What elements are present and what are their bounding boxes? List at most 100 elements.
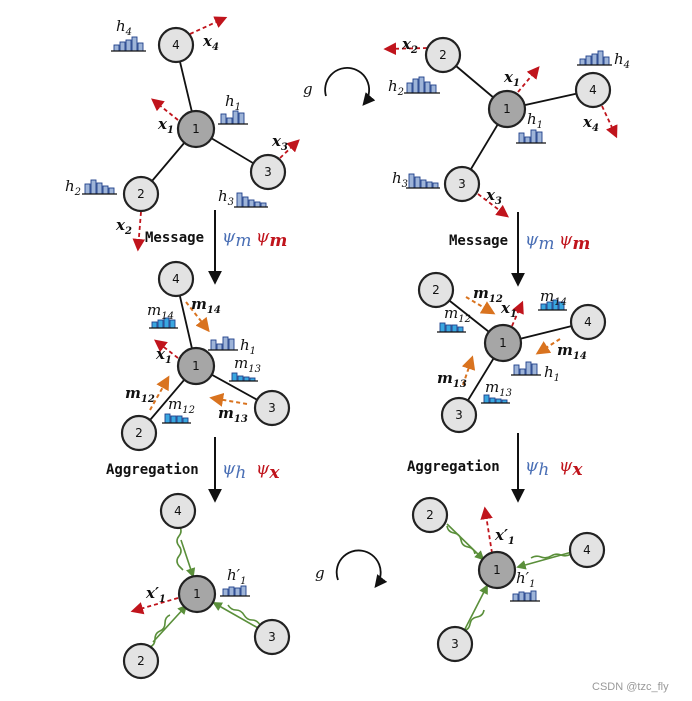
node-3	[443, 165, 481, 203]
svg-text:ψm: ψm	[525, 230, 554, 254]
svg-text:g: g	[315, 564, 325, 582]
svg-text:1: 1	[193, 587, 201, 601]
svg-text:3: 3	[264, 165, 272, 179]
node-2	[122, 642, 160, 680]
svg-text:m14: m14	[191, 295, 221, 316]
svg-text:x4: x4	[582, 113, 599, 134]
svg-text:x1: x1	[155, 345, 172, 366]
svg-text:h4: h4	[614, 50, 630, 71]
svg-text:4: 4	[583, 543, 591, 557]
feature-histogram-h2	[82, 179, 117, 195]
svg-text:Message: Message	[449, 233, 508, 249]
svg-text:m12: m12	[473, 284, 503, 305]
feature-histogram-h1	[208, 336, 238, 351]
svg-text:m12: m12	[125, 384, 155, 405]
svg-text:1: 1	[499, 336, 507, 350]
svg-text:m12: m12	[444, 304, 471, 325]
feature-histogram-h4	[111, 36, 146, 52]
svg-text:x1: x1	[157, 115, 174, 136]
message-histogram-m14	[538, 299, 567, 311]
svg-text:h3: h3	[392, 169, 408, 190]
svg-text:h2: h2	[388, 77, 404, 98]
rotation-arrow-icon	[324, 66, 376, 106]
node-2	[120, 414, 158, 452]
svg-text:3: 3	[455, 408, 463, 422]
svg-text:1: 1	[192, 359, 200, 373]
rotation-arrow-icon	[335, 549, 388, 588]
rotation-g-top: g	[303, 66, 376, 106]
svg-text:h1: h1	[225, 92, 241, 113]
message-histogram-m13	[229, 372, 258, 382]
svg-text:h1: h1	[527, 110, 543, 131]
feature-histogram-h3	[234, 192, 268, 208]
node-2	[424, 36, 462, 74]
node-1	[483, 323, 523, 363]
svg-text:x3: x3	[271, 132, 288, 153]
svg-text:Aggregation: Aggregation	[106, 462, 199, 478]
svg-text:2: 2	[432, 283, 440, 297]
svg-text:ψh: ψh	[525, 456, 549, 480]
message-histogram-m12	[437, 322, 466, 333]
svg-text:3: 3	[451, 637, 459, 651]
svg-text:1: 1	[493, 563, 501, 577]
svg-text:x1: x1	[500, 299, 517, 320]
svg-text:3: 3	[268, 401, 276, 415]
node-4	[569, 303, 607, 341]
svg-text:4: 4	[172, 272, 180, 286]
step-label-aggregation-right: Aggregation ψh ψx	[407, 456, 583, 480]
panel-message-right: 1 2 3 4 m14 m14 m12 m12 h1 m13 m13 x1	[417, 271, 607, 434]
svg-text:m14: m14	[147, 301, 174, 322]
svg-text:Aggregation: Aggregation	[407, 459, 500, 475]
svg-text:h3: h3	[218, 187, 234, 208]
step-label-aggregation-left: Aggregation ψh ψx	[106, 459, 280, 483]
node-2	[417, 271, 455, 309]
svg-text:h4: h4	[116, 17, 132, 38]
feature-histogram-h3	[406, 173, 440, 189]
node-2	[122, 175, 160, 213]
svg-text:g: g	[303, 80, 313, 98]
node-3	[249, 153, 287, 191]
node-3	[436, 625, 474, 663]
node-3	[440, 396, 478, 434]
svg-text:m13: m13	[218, 404, 248, 425]
svg-text:x2: x2	[401, 35, 418, 56]
feature-histogram-h4	[577, 50, 612, 66]
message-histogram-m13	[481, 394, 510, 404]
node-4	[157, 26, 195, 64]
svg-text:1: 1	[503, 102, 511, 116]
svg-text:2: 2	[426, 508, 434, 522]
svg-text:m13: m13	[437, 369, 467, 390]
svg-text:2: 2	[137, 187, 145, 201]
feature-histogram-h2	[404, 76, 440, 94]
rotation-g-bottom: g	[315, 549, 388, 588]
svg-text:3: 3	[268, 630, 276, 644]
svg-text:ψx: ψx	[559, 456, 583, 480]
svg-text:3: 3	[458, 177, 466, 191]
step-arrows	[208, 210, 525, 503]
step-label-message-right: Message ψm ψm	[449, 230, 590, 254]
svg-text:ψm: ψm	[222, 227, 251, 251]
panel-aggregation-left: 1 2 3 4 h′1 x′1	[122, 492, 291, 680]
node-4	[157, 260, 195, 298]
svg-text:h1: h1	[240, 336, 256, 357]
node-1	[176, 109, 216, 149]
svg-text:2: 2	[439, 48, 447, 62]
step-label-message-left: Message ψm ψm	[145, 227, 287, 251]
svg-text:x′1: x′1	[494, 526, 515, 547]
feature-histogram-h1	[218, 110, 248, 125]
svg-text:4: 4	[584, 315, 592, 329]
panel-input-left: 1 2 3 4 h4 h1 h2 h3 x1 x2 x3 x4	[65, 16, 300, 252]
svg-text:m14: m14	[540, 287, 567, 308]
node-2	[411, 496, 449, 534]
node-3	[253, 618, 291, 656]
svg-text:h′1: h′1	[227, 566, 246, 587]
panel-input-right: 1 2 3 4 h4 h1 h2 h3 x1 x2 x3 x4	[383, 35, 630, 218]
node-4	[574, 71, 612, 109]
watermark: CSDN @tzc_fly	[592, 681, 669, 693]
svg-text:m13: m13	[234, 354, 261, 375]
svg-text:h′1: h′1	[516, 569, 535, 590]
svg-text:Message: Message	[145, 230, 204, 246]
svg-text:m12: m12	[168, 395, 195, 416]
node-3	[253, 389, 291, 427]
